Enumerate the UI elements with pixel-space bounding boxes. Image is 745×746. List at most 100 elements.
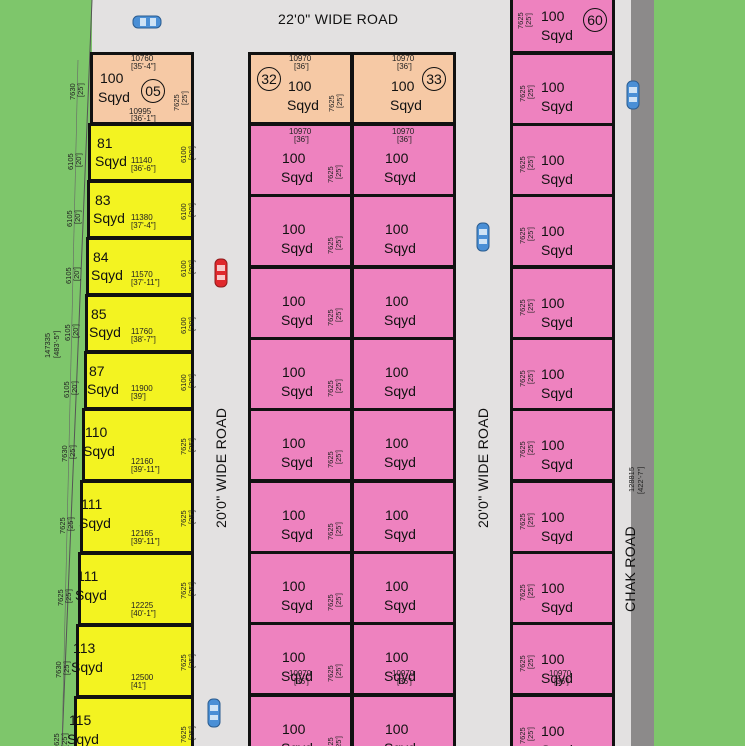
car-icon	[214, 258, 228, 288]
plot-unit: Sqyd	[281, 312, 313, 328]
plot-side-dim-ft: [25']	[76, 83, 85, 97]
plot-area: 100	[282, 649, 306, 665]
plot-width-dim: 11900	[131, 384, 153, 393]
left-road-label: 20'0" WIDE ROAD	[213, 407, 229, 528]
plot-left-dim-ft: [25']	[526, 85, 535, 99]
car-icon	[132, 15, 162, 29]
plot-area: 100	[100, 70, 124, 86]
plot-area: 100	[541, 152, 565, 168]
plot-width-dim-ft: [39'-11"]	[131, 465, 160, 474]
plot-unit: Sqyd	[384, 454, 416, 470]
plot-unit: Sqyd	[287, 97, 319, 113]
plot-side-dim-ft: [20']	[71, 323, 80, 338]
plot-area: 83	[95, 192, 111, 208]
plot-side-dim-ft: [20']	[70, 380, 79, 395]
plot-unit: Sqyd	[390, 97, 422, 113]
plot-number-badge: 60	[583, 8, 607, 32]
plot-width-dim-ft: [37'-4"]	[131, 221, 156, 230]
plot-area: 100	[385, 578, 409, 594]
plot-area: 100	[385, 507, 409, 523]
plot-right-dim-ft: [25']	[187, 438, 196, 452]
right-green-area	[654, 0, 745, 746]
plot-width-dim-ft: [41']	[131, 681, 146, 690]
plot-area: 100	[541, 651, 565, 667]
plot-right-dim-ft: [25']	[334, 664, 343, 678]
plot-right-dim-ft: [25']	[334, 308, 343, 322]
plot-05[interactable]: 100 Sqyd 05 10760 [35'-4"] 10995 [36'-1"…	[90, 52, 194, 125]
plot-top-dim: 10970	[392, 54, 415, 63]
plot-60[interactable]: 100 Sqyd 60 7625 [25']	[510, 0, 615, 54]
plot-right-dim-ft: [25']	[187, 582, 196, 596]
plot-unit: Sqyd	[89, 324, 121, 340]
plot-width-dim-ft: [37'-11"]	[131, 278, 160, 287]
plot-width-dim: 12160	[131, 457, 154, 466]
plot-unit: Sqyd	[95, 153, 127, 169]
plot-unit: Sqyd	[384, 526, 416, 542]
boundary-length-ft: [483'-5"]	[52, 330, 61, 358]
plot-bottom-dim: 10995	[129, 107, 152, 116]
car-icon	[207, 698, 221, 728]
plot-width-dim: 11140	[131, 156, 153, 165]
plot-width-dim: 10970	[289, 669, 312, 678]
plot-unit: Sqyd	[541, 456, 573, 472]
plot-width-dim: 10970	[289, 127, 312, 136]
plot-width-dim: 10970	[392, 669, 415, 678]
plot-right-dim-ft: [25']	[334, 522, 343, 536]
plot-unit: Sqyd	[541, 599, 573, 615]
plot-side-dim-ft: [20']	[72, 266, 81, 281]
plot-unit: Sqyd	[384, 597, 416, 613]
plot-area: 81	[97, 135, 113, 151]
plot-left-dim-ft: [25']	[526, 370, 535, 384]
plot-width-dim-ft: [36']	[294, 135, 309, 144]
plot-right-dim-ft: [25']	[334, 379, 343, 393]
plot-number-badge: 05	[141, 79, 165, 103]
plot-width-dim: 12165	[131, 529, 154, 538]
plot-right-dim-ft: [25']	[180, 91, 189, 105]
plot-top-dim-ft: [35'-4"]	[131, 62, 156, 71]
plot-unit: Sqyd	[79, 515, 111, 531]
plot-area: 111	[77, 568, 99, 584]
plot-33[interactable]: 100 Sqyd 33 10970 [36']	[351, 52, 456, 125]
plot-32[interactable]: 32 100 Sqyd 10970 [36'] 7625 [25']	[248, 52, 353, 125]
plot-width-dim-ft: [36']	[554, 677, 569, 686]
plot-width-dim: 11380	[131, 213, 153, 222]
